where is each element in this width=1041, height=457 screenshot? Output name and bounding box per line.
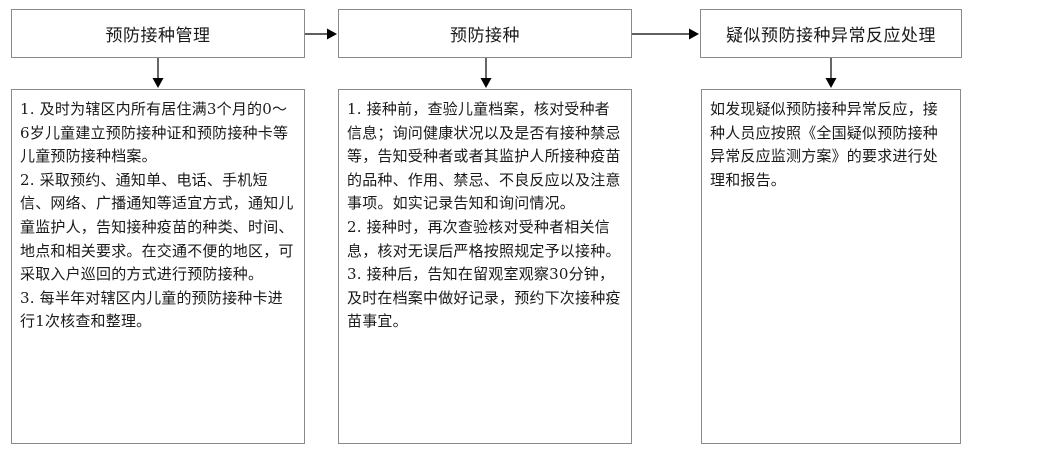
- step-item: 3. 接种后，告知在留观室观察30分钟，及时在档案中做好记录，预约下次接种疫苗事…: [347, 265, 621, 331]
- arrowhead-2-to-3: [689, 28, 699, 40]
- step-item: 1. 及时为辖区内所有居住满3个月的0～6岁儿童建立预防接种证和预防接种卡等儿童…: [20, 100, 289, 166]
- header-box-vaccination: 预防接种: [338, 9, 632, 58]
- header-label: 预防接种: [450, 26, 520, 46]
- content-box-adverse-reaction-handling: 如发现疑似预防接种异常反应，接种人员应按照《全国疑似预防接种异常反应监测方案》的…: [701, 89, 961, 444]
- header-box-vaccination-management: 预防接种管理: [11, 9, 305, 58]
- arrowhead-1-to-2: [327, 28, 337, 40]
- step-item: 3. 每半年对辖区内儿童的预防接种卡进行1次核查和整理。: [20, 288, 283, 331]
- header-label: 疑似预防接种异常反应处理: [726, 26, 936, 46]
- arrowhead-down-2: [480, 78, 492, 88]
- arrowhead-down-1: [152, 78, 164, 88]
- step-item: 2. 接种时，再次查验核对受种者相关信息，核对无误后严格按照规定予以接种。: [347, 217, 621, 260]
- content-box-vaccination-management: 1. 及时为辖区内所有居住满3个月的0～6岁儿童建立预防接种证和预防接种卡等儿童…: [11, 89, 305, 444]
- header-box-adverse-reaction-handling: 疑似预防接种异常反应处理: [700, 9, 962, 58]
- header-label: 预防接种管理: [105, 26, 211, 46]
- step-item: 如发现疑似预防接种异常反应，接种人员应按照《全国疑似预防接种异常反应监测方案》的…: [710, 100, 939, 189]
- step-item: 1. 接种前，查验儿童档案，核对受种者信息；询问健康状况以及是否有接种禁忌等，告…: [347, 100, 621, 213]
- arrowhead-down-3: [825, 78, 837, 88]
- content-box-vaccination: 1. 接种前，查验儿童档案，核对受种者信息；询问健康状况以及是否有接种禁忌等，告…: [338, 89, 632, 444]
- step-item: 2. 采取预约、通知单、电话、手机短信、网络、广播通知等适宜方式，通知儿童监护人…: [20, 170, 294, 284]
